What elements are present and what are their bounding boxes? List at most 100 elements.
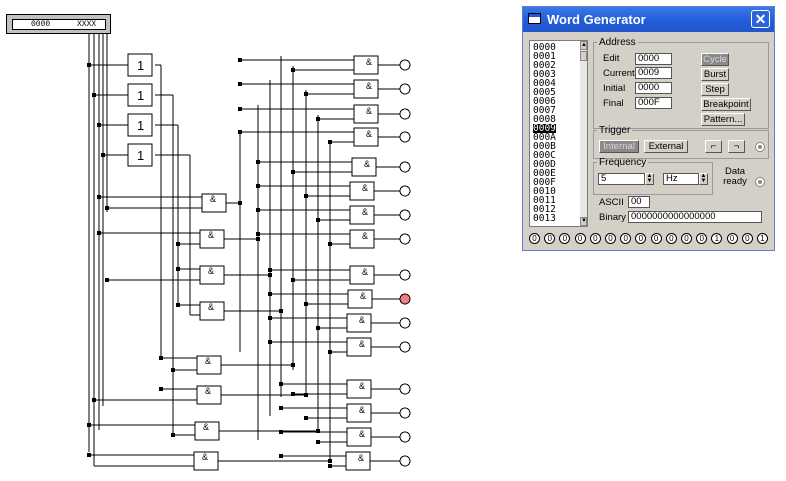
bit-indicator: 0 [696, 233, 708, 244]
and-gate-label: & [366, 106, 372, 116]
probe-lamp[interactable] [399, 431, 411, 443]
and-gate-label: & [359, 405, 365, 415]
address-row[interactable]: 0002 [533, 60, 556, 71]
probe-lamp[interactable] [399, 455, 411, 467]
final-label: Final [603, 98, 624, 109]
falling-edge-icon[interactable]: ¬ [728, 140, 745, 153]
word-generator-component[interactable]: 0000 XXXX [6, 14, 111, 34]
window-icon [528, 13, 541, 24]
address-row[interactable]: 000E [533, 168, 556, 179]
address-row[interactable]: 0006 [533, 96, 556, 107]
frequency-unit-select[interactable]: Hz [663, 173, 699, 185]
address-row[interactable]: 0003 [533, 69, 556, 80]
address-row[interactable]: 000A [533, 132, 556, 143]
cycle-button[interactable]: Cycle [701, 53, 729, 66]
and-gate-label: & [203, 422, 209, 432]
address-row[interactable]: 000B [533, 141, 556, 152]
address-row[interactable]: 0011 [533, 195, 556, 206]
address-row[interactable]: 0000 [533, 42, 556, 53]
junction-dot [279, 430, 283, 434]
address-row[interactable]: 000C [533, 150, 556, 161]
probe-lamp[interactable] [399, 317, 411, 329]
junction-dot [316, 117, 320, 121]
and-gate-label: & [205, 386, 211, 396]
scroll-thumb[interactable] [580, 51, 587, 61]
scroll-down-arrow-icon[interactable]: ▼ [580, 217, 587, 226]
bit-indicator: 0 [574, 233, 586, 244]
address-row[interactable]: 000F [533, 177, 556, 188]
probe-lamp[interactable] [399, 59, 411, 71]
junction-dot [105, 278, 109, 282]
frequency-spinner-icon[interactable]: ▲▼ [645, 173, 654, 185]
generator-left-value: 0000 [31, 20, 51, 29]
probe-lamp[interactable] [399, 83, 411, 95]
title-bar[interactable]: Word Generator ✕ [523, 7, 774, 32]
and-gate-label: & [362, 183, 368, 193]
address-row[interactable]: 0010 [533, 186, 556, 197]
address-row[interactable]: 0001 [533, 51, 556, 62]
junction-dot [97, 123, 101, 127]
probe-lamp[interactable] [399, 341, 411, 353]
probe-lamp[interactable] [399, 108, 411, 120]
address-row[interactable]: 0012 [533, 204, 556, 215]
data-ready-label: Data ready [723, 166, 747, 187]
address-row[interactable]: 0009 [533, 123, 556, 134]
breakpoint-button[interactable]: Breakpoint [701, 98, 751, 111]
burst-button[interactable]: Burst [701, 68, 729, 81]
and-gate-label: & [359, 429, 365, 439]
probe-lamp[interactable] [399, 131, 411, 143]
current-field[interactable]: 0009 [635, 67, 672, 79]
binary-field[interactable]: 0000000000000000 [628, 211, 762, 223]
address-legend: Address [599, 37, 636, 48]
probe-lamp-lit[interactable] [399, 293, 411, 305]
address-row[interactable]: 0013 [533, 213, 556, 224]
ascii-field[interactable]: 00 [628, 196, 650, 208]
junction-dot [256, 208, 260, 212]
edit-field[interactable]: 0000 [635, 53, 672, 65]
junction-dot [268, 268, 272, 272]
unit-spinner-icon[interactable]: ▲▼ [699, 173, 708, 185]
and-gate-label: & [366, 129, 372, 139]
probe-lamp[interactable] [399, 185, 411, 197]
address-scrollbar[interactable]: ▲ ▼ [580, 41, 587, 226]
step-button[interactable]: Step [701, 83, 729, 96]
junction-dot [268, 316, 272, 320]
trigger-radio[interactable] [755, 142, 765, 152]
and-gate-label: & [362, 267, 368, 277]
probe-lamp[interactable] [399, 161, 411, 173]
probe-lamp[interactable] [399, 269, 411, 281]
and-gate-label: & [364, 159, 370, 169]
frequency-value-field[interactable]: 5 [598, 173, 645, 185]
inverter-gate-label: 1 [137, 148, 144, 163]
and-gate-label: & [202, 452, 208, 462]
junction-dot [238, 201, 242, 205]
junction-dot [171, 433, 175, 437]
probe-lamp[interactable] [399, 209, 411, 221]
bit-indicator: 1 [711, 233, 723, 244]
address-row[interactable]: 0007 [533, 105, 556, 116]
edit-label: Edit [603, 53, 620, 64]
probe-lamp[interactable] [399, 383, 411, 395]
probe-lamp[interactable] [399, 233, 411, 245]
rising-edge-icon[interactable]: ⌐ [705, 140, 722, 153]
address-row[interactable]: 0004 [533, 78, 556, 89]
scroll-up-arrow-icon[interactable]: ▲ [580, 41, 587, 50]
junction-dot [328, 459, 332, 463]
address-row[interactable]: 0005 [533, 87, 556, 98]
junction-dot [316, 326, 320, 330]
final-field[interactable]: 000F [635, 97, 672, 109]
internal-trigger-button[interactable]: Internal [599, 140, 639, 153]
probe-lamp[interactable] [399, 407, 411, 419]
address-row[interactable]: 000D [533, 159, 556, 170]
bit-indicator: 0 [589, 233, 601, 244]
junction-dot [328, 242, 332, 246]
junction-dot [92, 93, 96, 97]
initial-field[interactable]: 0000 [635, 82, 672, 94]
data-ready-radio[interactable] [755, 177, 765, 187]
junction-dot [279, 309, 283, 313]
close-button[interactable]: ✕ [751, 10, 770, 28]
junction-dot [97, 195, 101, 199]
external-trigger-button[interactable]: External [644, 140, 688, 153]
address-row[interactable]: 0008 [533, 114, 556, 125]
